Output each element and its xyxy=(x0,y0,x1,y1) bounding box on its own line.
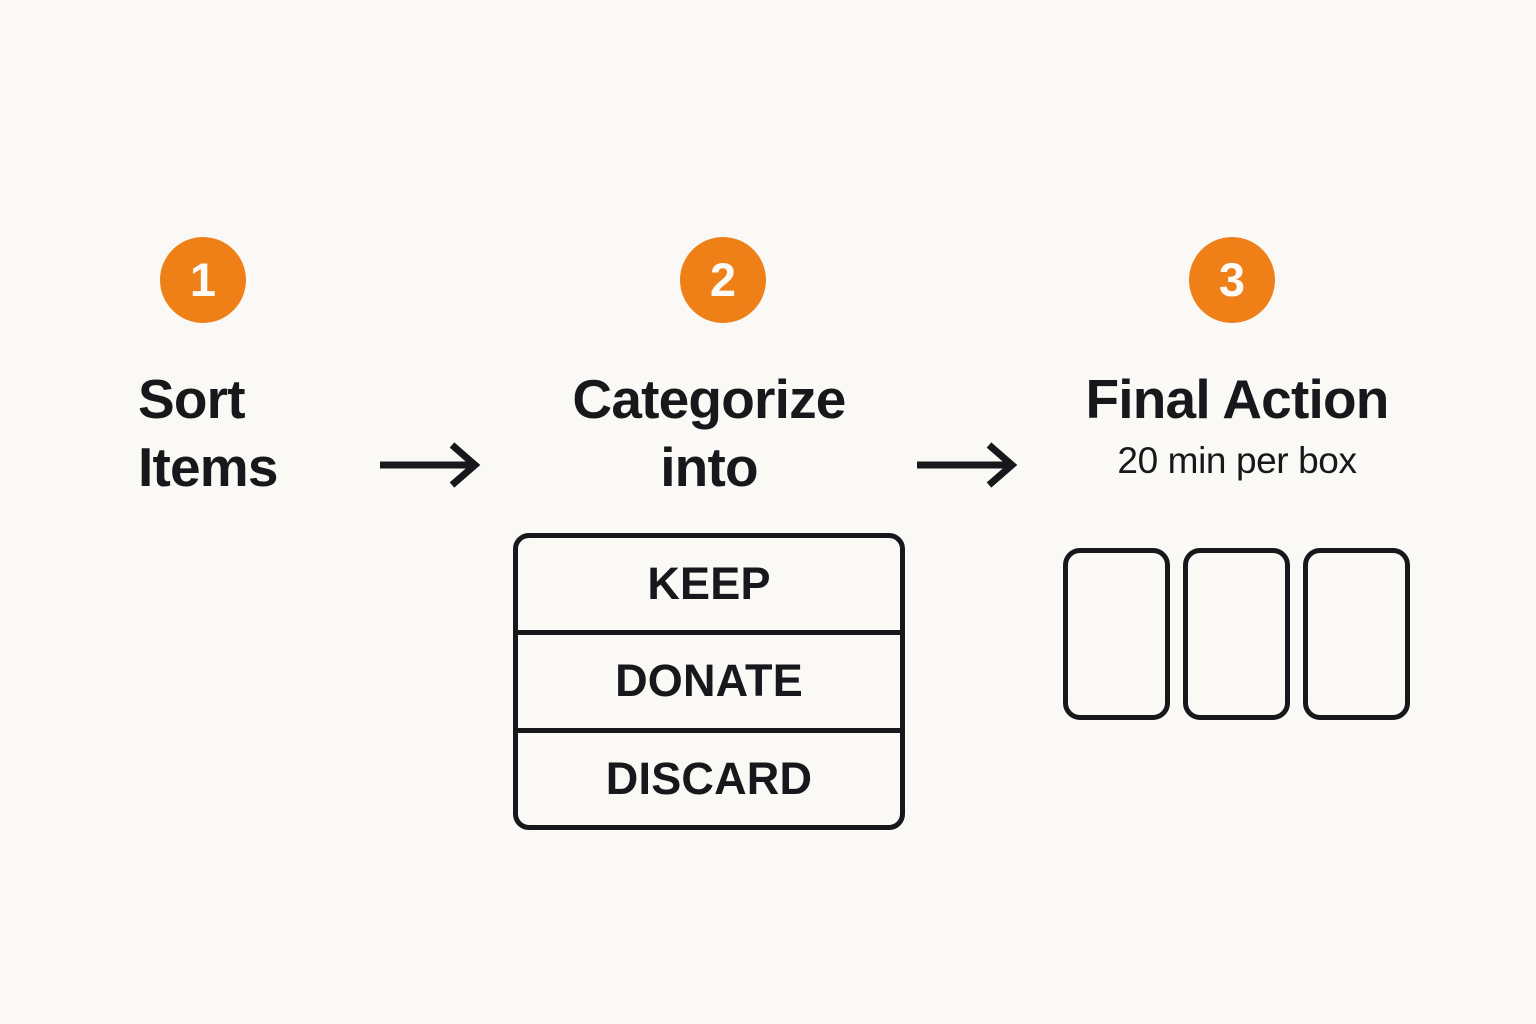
final-box-1[interactable] xyxy=(1063,548,1170,720)
step-number-1: 1 xyxy=(189,252,217,306)
step-badge-2: 2 xyxy=(680,237,766,323)
step-number-3: 3 xyxy=(1218,252,1246,306)
step-badge-1: 1 xyxy=(160,237,246,323)
arrow-step1-to-step2 xyxy=(378,437,486,498)
step-subtitle-time-per-box: 20 min per box xyxy=(1117,440,1357,481)
final-box-group xyxy=(1063,548,1410,720)
category-row-keep[interactable]: KEEP xyxy=(647,558,771,610)
step-title-categorize-into: Categorize into xyxy=(572,368,846,499)
arrow-step2-to-step3 xyxy=(915,437,1023,498)
final-box-3[interactable] xyxy=(1303,548,1410,720)
category-box: KEEP DONATE DISCARD xyxy=(513,533,905,830)
step-title-final-action: Final Action xyxy=(1085,368,1389,430)
category-row-donate[interactable]: DONATE xyxy=(518,630,900,727)
step-number-2: 2 xyxy=(709,252,737,306)
category-row-discard[interactable]: DISCARD xyxy=(518,727,900,825)
step-badge-3: 3 xyxy=(1189,237,1275,323)
step-title-sort-items: Sort Items xyxy=(138,368,278,499)
final-box-2[interactable] xyxy=(1183,548,1290,720)
